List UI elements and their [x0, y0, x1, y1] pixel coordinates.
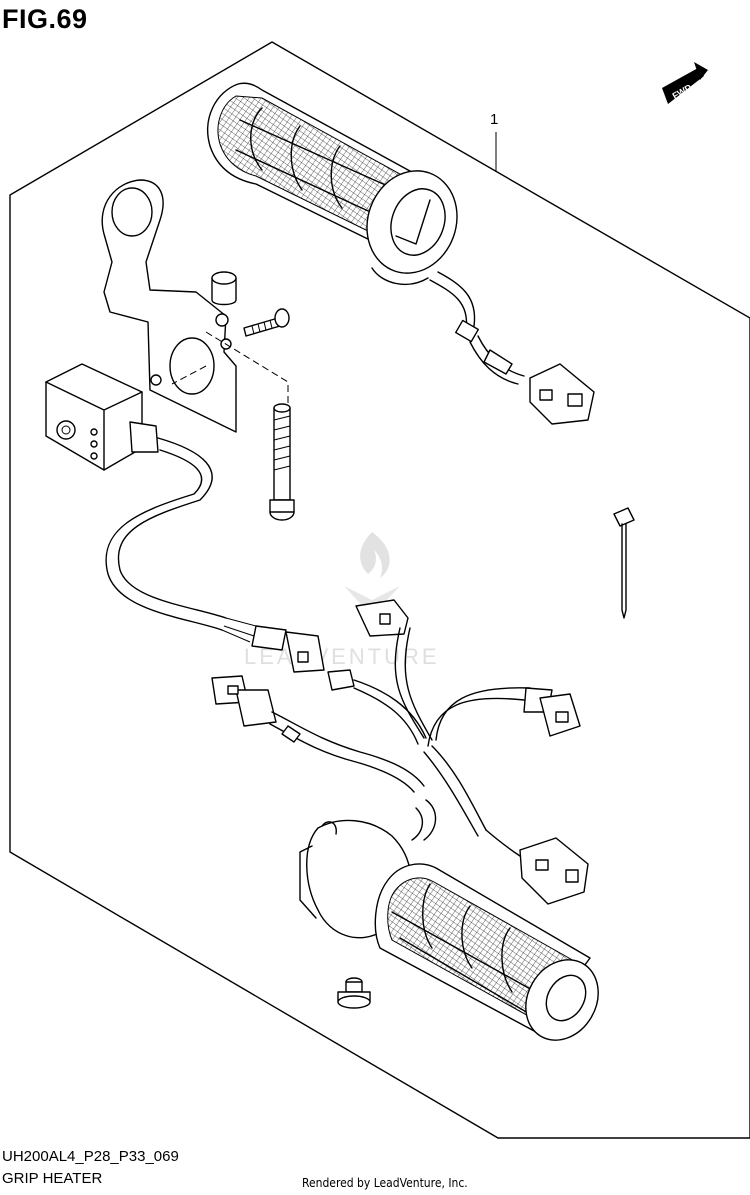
upper-heated-grip — [207, 82, 458, 285]
mounting-bracket — [101, 179, 237, 433]
bracket-screw — [243, 308, 290, 337]
ref-label-1: 1 — [490, 111, 498, 128]
heater-switch-unit — [45, 363, 159, 471]
figure-title: FIG.69 — [2, 4, 88, 34]
upper-grip-connector — [429, 271, 595, 425]
lower-grip-lead — [211, 675, 425, 793]
switch-harness-cable — [105, 437, 325, 673]
spacer-collar — [211, 271, 237, 306]
small-screw — [337, 977, 371, 1009]
diagram-name: GRIP HEATER — [2, 1170, 103, 1187]
model-code: UH200AL4_P28_P33_069 — [2, 1148, 179, 1165]
kit-outline — [9, 41, 750, 1139]
long-bolt — [269, 403, 295, 521]
main-harness — [327, 599, 589, 905]
rendered-by-credit: Rendered by LeadVenture, Inc. — [302, 1176, 468, 1190]
lower-heated-grip — [299, 799, 599, 1041]
alignment-dash-lines — [171, 331, 289, 408]
ref-number-1: 1 — [490, 111, 498, 172]
fwd-direction-badge: FWD — [662, 62, 708, 104]
cable-tie — [613, 507, 635, 619]
